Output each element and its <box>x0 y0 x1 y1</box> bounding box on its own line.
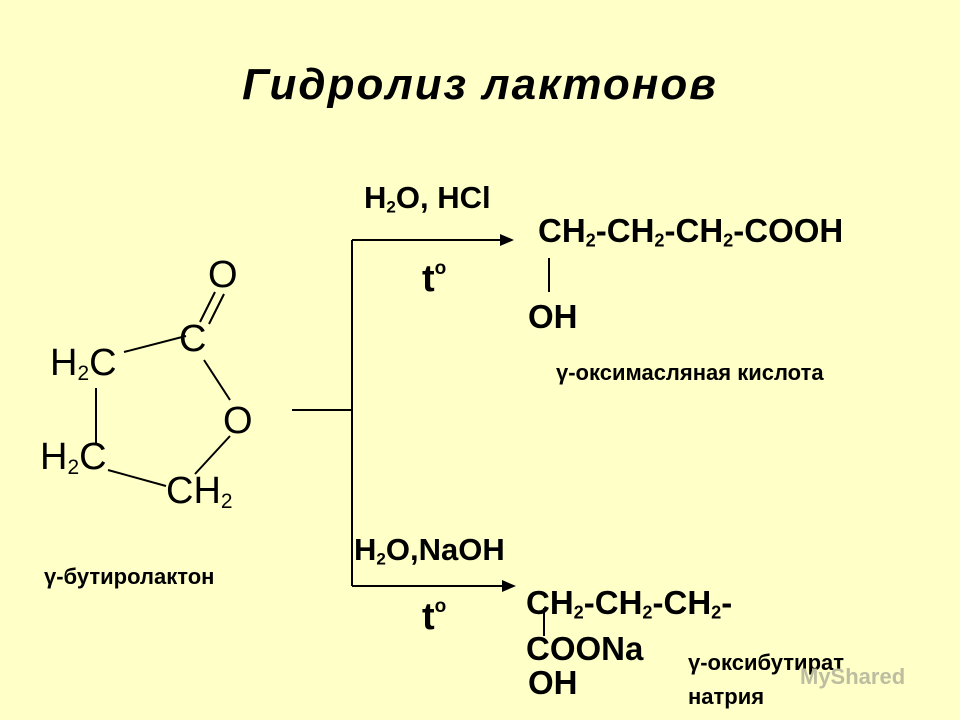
acid-product-name: γ-оксимасляная кислота <box>556 360 824 385</box>
atom-o-ring: O <box>223 400 253 442</box>
acid-product-formula: CH2-CH2-CH2-COOH <box>538 212 844 251</box>
bond-h2c-ch2 <box>107 469 167 487</box>
arrow-acid-head <box>500 234 514 246</box>
base-product-formula: CH2-CH2-CH2- <box>526 584 733 623</box>
acid-product-oh: OH <box>528 298 578 335</box>
bond-co-double-1 <box>199 291 216 323</box>
base-temperature: to <box>422 595 447 638</box>
page-title: Гидролиз лактонов <box>242 60 718 109</box>
watermark: MyShared <box>800 664 906 689</box>
bond-c-h2c <box>123 335 187 353</box>
bond-co-double-2 <box>208 293 225 325</box>
base-product-name-line1: γ-оксибутират <box>688 650 845 675</box>
reactant-name: γ-бутиролактон <box>44 564 215 589</box>
base-product-name-line2: натрия <box>688 684 765 709</box>
atom-o-carbonyl: O <box>208 254 238 296</box>
atom-c-carbonyl: C <box>179 318 207 360</box>
base-product-coona: COONa <box>526 630 644 667</box>
atom-h2c-lower: H2C <box>40 436 107 480</box>
base-product-oh: OH <box>528 664 578 701</box>
bond-c-o <box>203 359 231 401</box>
bond-o-ch2 <box>194 435 231 475</box>
acid-temperature: to <box>422 257 447 300</box>
base-reagent: H2O,NaOH <box>354 532 505 569</box>
atom-ch2-ring: CH2 <box>166 470 233 514</box>
acid-reagent: H2O, HCl <box>364 180 491 217</box>
atom-h2c-upper: H2C <box>50 342 117 386</box>
arrow-base-head <box>502 580 516 592</box>
